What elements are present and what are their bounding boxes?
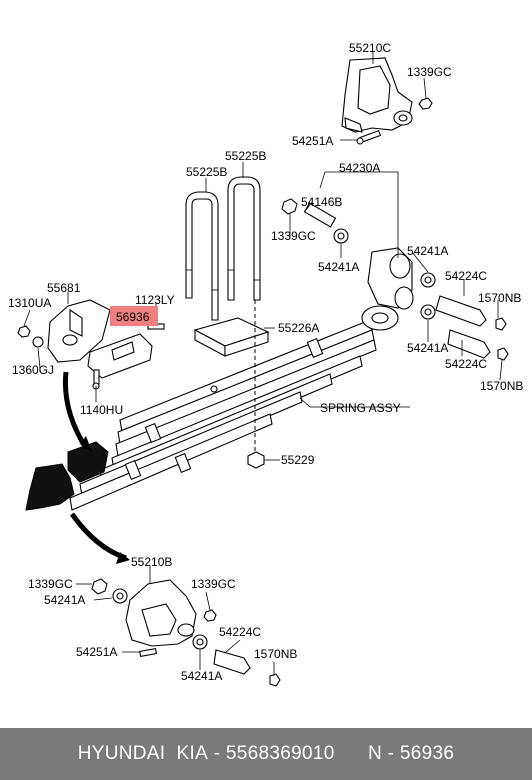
label-55210c: 55210C	[349, 41, 391, 55]
nut-1339gc-top	[418, 97, 433, 110]
footer-separator: -	[213, 743, 221, 764]
label-1310ua: 1310UA	[8, 296, 51, 310]
part-labels: 55210C 1339GC 54251A 55225B 55225B 54230…	[8, 41, 523, 683]
label-54224c-bottom: 54224C	[219, 625, 261, 639]
label-54241a-right: 54241A	[407, 244, 448, 258]
footer-bar: HYUNDAI KIA - 5568369010 N - 56936	[0, 728, 532, 780]
highlight-56936	[110, 306, 158, 326]
bracket-55210b-bottom	[125, 579, 197, 647]
motion-arrows	[62, 371, 130, 564]
leaf-spring	[69, 305, 399, 511]
label-1570nb-bottom: 1570NB	[254, 647, 297, 661]
label-1339gc-bottom-left: 1339GC	[28, 577, 73, 591]
bottom-fasteners	[91, 578, 281, 687]
label-1570nb-b: 1570NB	[480, 379, 523, 393]
bracket-56936	[87, 333, 153, 379]
label-54230a: 54230A	[339, 161, 380, 175]
footer-part-number: 5568369010	[225, 743, 335, 764]
label-54251a-bottom: 54251A	[76, 645, 117, 659]
label-1339gc-top: 1339GC	[407, 65, 452, 79]
label-54251a-top: 54251A	[292, 134, 333, 148]
u-bolt-55225b-left	[185, 191, 219, 321]
footer-n-separator: -	[387, 743, 395, 764]
label-55225b-right: 55225B	[225, 149, 266, 163]
footer-n-prefix: N	[368, 743, 383, 764]
pin-54224c-upper	[435, 295, 507, 331]
label-spring-assy: SPRING ASSY	[320, 401, 401, 415]
label-54241a-bottom: 54241A	[181, 669, 222, 683]
front-bracket-55681	[47, 299, 111, 363]
label-55226a: 55226A	[278, 321, 319, 335]
small-fasteners	[17, 323, 165, 390]
footer-make: KIA	[176, 743, 209, 764]
label-55681: 55681	[47, 281, 81, 295]
label-1140hu: 1140HU	[80, 403, 123, 417]
label-55210b: 55210B	[131, 555, 172, 569]
label-1123ly: 1123LY	[135, 293, 175, 307]
label-56936: 56936	[116, 310, 150, 324]
label-55229: 55229	[281, 453, 315, 467]
label-54241a-mid: 54241A	[318, 260, 359, 274]
center-bolt-55229	[247, 300, 265, 469]
footer-brand: HYUNDAI	[77, 743, 166, 764]
label-54224c-b: 54224C	[445, 357, 487, 371]
shackle-54230a	[281, 198, 436, 320]
label-54241a-right2: 54241A	[407, 341, 448, 355]
rubber-bumper	[25, 441, 109, 511]
label-1360gj: 1360GJ	[12, 363, 54, 377]
footer-n-value: 56936	[399, 743, 455, 764]
label-1339gc-bottom-right: 1339GC	[191, 577, 236, 591]
label-54241a-bottom-left: 54241A	[44, 593, 85, 607]
label-55225b-left: 55225B	[186, 165, 227, 179]
label-1570nb-a: 1570NB	[478, 291, 521, 305]
spring-assembly-diagram: 55210C 1339GC 54251A 55225B 55225B 54230…	[8, 41, 523, 687]
bolt-54251a-top	[356, 129, 382, 145]
u-bolt-55225b-right	[227, 176, 261, 301]
plate-55226a	[193, 317, 270, 357]
label-1339gc-mid: 1339GC	[271, 229, 316, 243]
bracket-55210c-top	[341, 57, 413, 133]
label-54224c-a: 54224C	[445, 269, 487, 283]
label-54146b: 54146B	[301, 195, 342, 209]
pin-54224c-lower	[447, 329, 509, 361]
